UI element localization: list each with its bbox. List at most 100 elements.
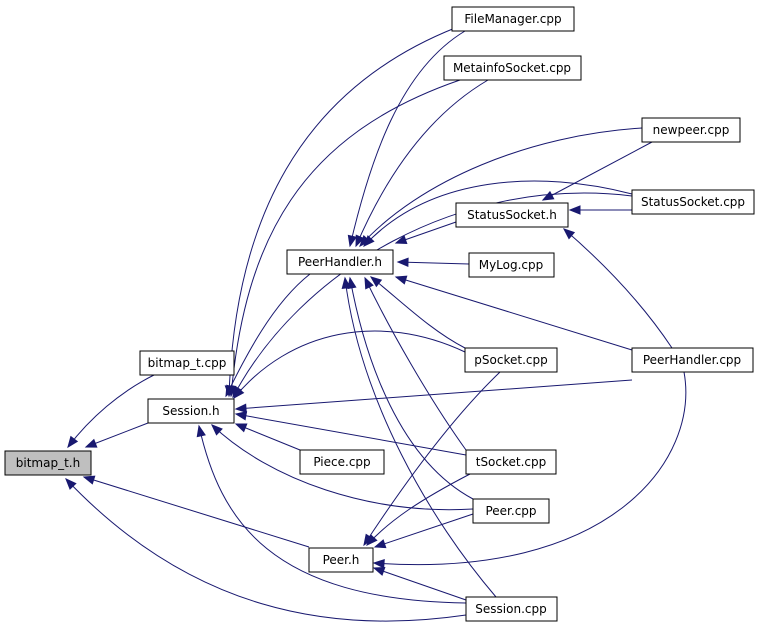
edge-line bbox=[364, 277, 467, 451]
edge-metainfosocket-cpp-to-session-h bbox=[227, 79, 461, 398]
arrow-head-icon bbox=[366, 534, 378, 546]
node-label: Session.h bbox=[162, 404, 219, 418]
arrow-head-icon bbox=[372, 566, 386, 576]
node-filemanager-cpp[interactable]: FileManager.cpp bbox=[451, 6, 575, 32]
arrow-head-icon bbox=[82, 475, 96, 485]
node-tsocket-cpp[interactable]: tSocket.cpp bbox=[465, 449, 557, 475]
edge-psocket-cpp-to-peerhandler-h bbox=[369, 276, 466, 349]
node-newpeer-cpp[interactable]: newpeer.cpp bbox=[641, 117, 741, 143]
edge-line bbox=[373, 371, 687, 565]
edge-line bbox=[355, 79, 489, 247]
edge-mylog-cpp-to-peerhandler-h bbox=[396, 257, 470, 268]
edge-line bbox=[363, 371, 501, 546]
edge-filemanager-cpp-to-peerhandler-h bbox=[347, 30, 466, 248]
arrow-head-icon bbox=[568, 205, 581, 215]
edge-line bbox=[235, 413, 467, 456]
edge-line bbox=[349, 30, 466, 247]
edge-newpeer-cpp-to-statussocket-h bbox=[541, 141, 653, 201]
arrow-head-icon bbox=[211, 424, 223, 436]
arrow-head-icon bbox=[364, 276, 374, 290]
node-label: bitmap_t.cpp bbox=[148, 356, 227, 370]
node-label: newpeer.cpp bbox=[653, 123, 730, 137]
arrow-head-icon bbox=[394, 275, 408, 285]
arrow-head-icon bbox=[234, 411, 248, 421]
node-label: StatusSocket.h bbox=[467, 208, 557, 222]
edge-tsocket-cpp-to-session-h bbox=[234, 411, 467, 456]
edge-line bbox=[373, 567, 467, 601]
edge-line bbox=[235, 423, 301, 451]
arrow-head-icon bbox=[233, 386, 245, 400]
edge-line bbox=[366, 473, 471, 546]
edge-peer-cpp-to-session-h bbox=[211, 424, 474, 511]
edge-line bbox=[232, 192, 633, 398]
arrow-head-icon bbox=[372, 559, 385, 569]
node-psocket-cpp[interactable]: pSocket.cpp bbox=[464, 347, 558, 373]
arrow-head-icon bbox=[541, 190, 555, 201]
arrow-head-icon bbox=[84, 438, 98, 448]
node-label: Session.cpp bbox=[475, 602, 546, 616]
node-label: Peer.h bbox=[323, 553, 360, 567]
arrow-head-icon bbox=[355, 234, 365, 248]
edge-session-cpp-to-bitmap-t-h bbox=[65, 478, 467, 622]
edge-peer-h-to-bitmap-t-h bbox=[82, 475, 310, 548]
node-session-cpp[interactable]: Session.cpp bbox=[465, 596, 558, 622]
edge-session-cpp-to-session-h bbox=[196, 424, 467, 604]
arrow-head-icon bbox=[347, 234, 357, 248]
nodes-layer: bitmap_t.h bitmap_t.cpp Session.h PeerHa… bbox=[4, 6, 755, 622]
edge-session-h-to-bitmap-t-h bbox=[84, 422, 149, 448]
edge-line bbox=[359, 127, 643, 247]
node-statussocket-cpp[interactable]: StatusSocket.cpp bbox=[631, 189, 755, 215]
arrow-head-icon bbox=[373, 539, 387, 549]
edge-statussocket-h-to-peerhandler-h bbox=[394, 221, 457, 245]
node-label: FileManager.cpp bbox=[464, 12, 561, 26]
edge-line bbox=[225, 273, 311, 397]
edge-bitmap-t-cpp-to-bitmap-t-h bbox=[67, 374, 155, 449]
edge-line bbox=[363, 180, 633, 247]
edge-line bbox=[85, 422, 149, 448]
node-label: StatusSocket.cpp bbox=[641, 195, 745, 209]
node-statussocket-h[interactable]: StatusSocket.h bbox=[455, 202, 569, 228]
node-peerhandler-cpp[interactable]: PeerHandler.cpp bbox=[631, 347, 754, 373]
node-session-h[interactable]: Session.h bbox=[147, 398, 235, 424]
node-label: Peer.cpp bbox=[485, 504, 536, 518]
arrow-head-icon bbox=[562, 228, 576, 240]
edge-line bbox=[198, 425, 467, 604]
edge-tsocket-cpp-to-peerhandler-h bbox=[364, 276, 467, 451]
node-bitmap-t-cpp[interactable]: bitmap_t.cpp bbox=[139, 350, 235, 376]
edge-peerhandler-cpp-to-session-h bbox=[234, 379, 633, 413]
arrow-head-icon bbox=[196, 424, 206, 438]
node-label: pSocket.cpp bbox=[474, 353, 547, 367]
edge-line bbox=[395, 276, 633, 351]
edge-line bbox=[211, 424, 474, 511]
node-piece-cpp[interactable]: Piece.cpp bbox=[299, 449, 385, 475]
node-peer-h[interactable]: Peer.h bbox=[308, 547, 374, 573]
edge-line bbox=[83, 476, 310, 548]
edge-metainfosocket-cpp-to-peerhandler-h bbox=[355, 79, 489, 248]
edge-line bbox=[370, 276, 466, 349]
node-label: PeerHandler.h bbox=[298, 255, 382, 269]
node-metainfosocket-cpp[interactable]: MetainfoSocket.cpp bbox=[443, 55, 582, 81]
node-bitmap-t-h[interactable]: bitmap_t.h bbox=[4, 450, 92, 476]
edge-line bbox=[542, 141, 653, 201]
node-peerhandler-h[interactable]: PeerHandler.h bbox=[286, 249, 394, 275]
node-label: Piece.cpp bbox=[313, 455, 370, 469]
edge-line bbox=[374, 513, 474, 548]
arrow-head-icon bbox=[363, 235, 375, 247]
node-label: MetainfoSocket.cpp bbox=[453, 61, 571, 75]
node-peer-cpp[interactable]: Peer.cpp bbox=[472, 498, 550, 524]
edge-peerhandler-cpp-to-peerhandler-h bbox=[394, 275, 633, 351]
edge-session-cpp-to-peerhandler-h bbox=[341, 276, 497, 598]
edge-line bbox=[228, 27, 456, 397]
arrow-head-icon bbox=[394, 235, 408, 245]
edge-peerhandler-cpp-to-statussocket-h bbox=[562, 228, 673, 349]
arrow-head-icon bbox=[234, 403, 247, 413]
edge-line bbox=[230, 79, 461, 397]
edge-filemanager-cpp-to-session-h bbox=[224, 27, 456, 398]
edge-line bbox=[67, 374, 155, 448]
node-label: PeerHandler.cpp bbox=[643, 353, 741, 367]
edge-line bbox=[395, 221, 457, 244]
edge-statussocket-cpp-to-peerhandler-h bbox=[363, 180, 633, 247]
node-mylog-cpp[interactable]: MyLog.cpp bbox=[468, 252, 555, 278]
edge-psocket-cpp-to-session-h bbox=[233, 330, 466, 400]
edge-statussocket-cpp-to-session-h bbox=[232, 192, 633, 399]
